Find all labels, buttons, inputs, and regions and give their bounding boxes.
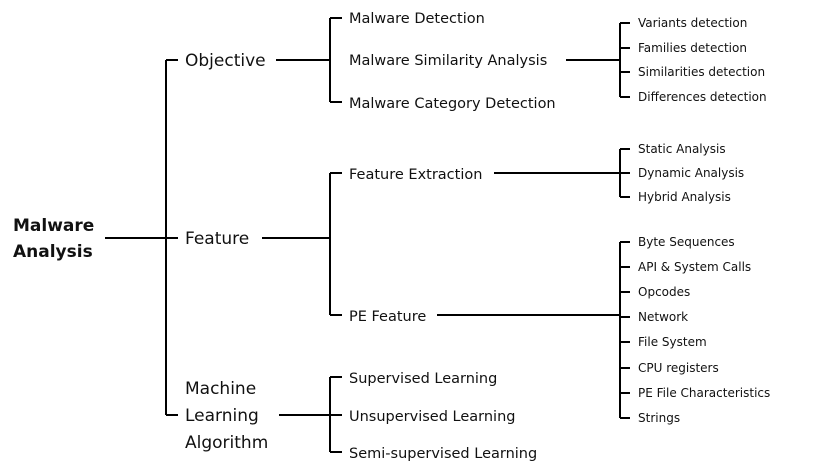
ml-label-line-2: Learning xyxy=(185,406,259,426)
ml-item-semi-supervised: Semi-supervised Learning xyxy=(349,446,537,462)
similarity-sub-families: Families detection xyxy=(638,41,747,55)
ml-label-line-3: Algorithm xyxy=(185,433,268,453)
similarity-sub-differences: Differences detection xyxy=(638,90,767,104)
extraction-sub-hybrid: Hybrid Analysis xyxy=(638,190,731,204)
objective-item-similarity-analysis: Malware Similarity Analysis xyxy=(349,53,547,69)
ml-label-line-1: Machine xyxy=(185,379,256,399)
pe-sub-file-system: File System xyxy=(638,335,707,349)
objective-item-malware-detection: Malware Detection xyxy=(349,11,485,27)
feature-item-extraction: Feature Extraction xyxy=(349,167,482,183)
pe-sub-network: Network xyxy=(638,310,688,324)
ml-item-supervised: Supervised Learning xyxy=(349,371,497,387)
objective-item-category-detection: Malware Category Detection xyxy=(349,96,556,112)
pe-sub-pe-file-characteristics: PE File Characteristics xyxy=(638,386,770,400)
objective-label: Objective xyxy=(185,51,266,71)
ml-item-unsupervised: Unsupervised Learning xyxy=(349,409,515,425)
feature-item-pe: PE Feature xyxy=(349,309,426,325)
pe-sub-strings: Strings xyxy=(638,411,680,425)
pe-sub-api-system-calls: API & System Calls xyxy=(638,260,751,274)
feature-label: Feature xyxy=(185,229,249,249)
root-label-line-1: Malware xyxy=(13,216,94,236)
pe-sub-byte-sequences: Byte Sequences xyxy=(638,235,735,249)
root-label-line-2: Analysis xyxy=(13,242,93,262)
pe-sub-opcodes: Opcodes xyxy=(638,285,690,299)
pe-sub-cpu-registers: CPU registers xyxy=(638,361,719,375)
similarity-sub-variants: Variants detection xyxy=(638,16,747,30)
extraction-sub-dynamic: Dynamic Analysis xyxy=(638,166,744,180)
extraction-sub-static: Static Analysis xyxy=(638,142,726,156)
similarity-sub-similarities: Similarities detection xyxy=(638,65,765,79)
